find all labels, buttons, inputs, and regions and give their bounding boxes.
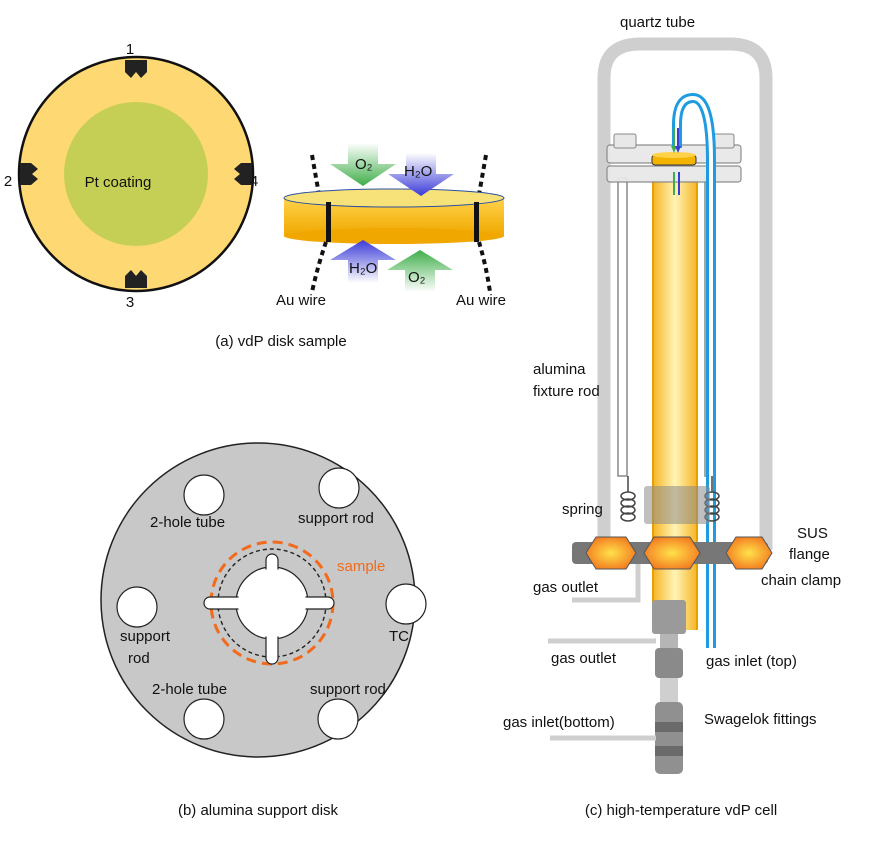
electrode-label-2: 2 bbox=[4, 173, 12, 190]
label-support-left-1: support bbox=[120, 628, 171, 645]
h2o-arrow-down bbox=[388, 153, 454, 196]
fitting-middle bbox=[655, 648, 683, 678]
disk-bottom-rim bbox=[284, 228, 504, 244]
au-contact-right bbox=[474, 202, 479, 242]
label-gas-inlet-top: gas inlet (top) bbox=[706, 653, 797, 670]
o2-arrow-up bbox=[387, 250, 453, 292]
fitting-lower bbox=[655, 702, 683, 774]
electrode-label-1: 1 bbox=[126, 41, 134, 58]
caption-b: (b) alumina support disk bbox=[178, 802, 339, 819]
electrode-label-3: 3 bbox=[126, 294, 134, 311]
label-alumina: alumina bbox=[533, 361, 586, 378]
label-support-rod-top: support rod bbox=[298, 510, 374, 527]
panel-b: 2-hole tube support rod support rod TC 2… bbox=[100, 442, 427, 819]
hole-left bbox=[116, 586, 158, 628]
quartz-tube bbox=[597, 37, 773, 550]
au-contact-left bbox=[326, 202, 331, 242]
contact-1 bbox=[125, 60, 147, 78]
label-gas-inlet-bottom: gas inlet(bottom) bbox=[503, 714, 615, 731]
label-flange: flange bbox=[789, 546, 830, 563]
clamp-hex-left bbox=[585, 536, 637, 570]
pt-coating-area bbox=[64, 102, 208, 246]
label-support-rod-bottom: support rod bbox=[310, 681, 386, 698]
disk-top-face bbox=[283, 188, 505, 208]
o2-bottom-label: O₂ bbox=[408, 269, 426, 286]
label-support-left-2: rod bbox=[128, 650, 150, 667]
label-fixture-rod: fixture rod bbox=[533, 383, 600, 400]
label-quartz-tube: quartz tube bbox=[620, 14, 695, 31]
hole-top-right bbox=[318, 467, 360, 509]
contact-3 bbox=[125, 270, 147, 288]
au-wire-right-lower bbox=[477, 241, 492, 293]
disk-top-view: 1 2 3 4 Pt coating bbox=[4, 41, 258, 311]
clamp-hex-center bbox=[643, 536, 701, 570]
h2o-arrow-up bbox=[330, 240, 396, 283]
hole-right bbox=[385, 583, 427, 625]
panel-c: quartz tube alumina fixture rod spring S… bbox=[503, 14, 841, 819]
hole-bottom-right bbox=[317, 698, 359, 740]
label-tc: TC bbox=[389, 628, 409, 645]
o2-top-label: O₂ bbox=[355, 156, 373, 173]
contact-4 bbox=[234, 163, 252, 185]
label-swagelok: Swagelok fittings bbox=[704, 711, 817, 728]
au-wire-right-label: Au wire bbox=[456, 292, 506, 309]
panel-a: 1 2 3 4 Pt coating O₂ H₂O H₂O O₂ bbox=[4, 41, 506, 350]
label-chain-clamp: chain clamp bbox=[761, 572, 841, 589]
au-wire-left-lower bbox=[310, 241, 328, 293]
contact-2 bbox=[20, 163, 38, 185]
label-spring: spring bbox=[562, 501, 603, 518]
label-sus: SUS bbox=[797, 525, 828, 542]
label-gas-outlet-upper: gas outlet bbox=[533, 579, 599, 596]
hole-bottom-left bbox=[183, 698, 225, 740]
au-wire-left-label: Au wire bbox=[276, 292, 326, 309]
lower-support-block bbox=[644, 486, 710, 524]
hole-top-left bbox=[183, 474, 225, 516]
label-gas-outlet-lower: gas outlet bbox=[551, 650, 617, 667]
pt-coating-label: Pt coating bbox=[85, 174, 152, 191]
h2o-top-label: H₂O bbox=[404, 163, 432, 180]
label-2-hole-tube-bottom: 2-hole tube bbox=[152, 681, 227, 698]
fitting-upper bbox=[652, 600, 686, 634]
spring-left bbox=[620, 476, 636, 522]
gas-outlet-upper-line bbox=[572, 564, 641, 603]
caption-c: (c) high-temperature vdP cell bbox=[585, 802, 777, 819]
disk-side-view: O₂ H₂O H₂O O₂ Au wire Au wire bbox=[276, 143, 506, 309]
h2o-bottom-label: H₂O bbox=[349, 260, 377, 277]
electrode-label-4: 4 bbox=[250, 173, 258, 190]
clamp-hex-right bbox=[725, 536, 773, 570]
center-cross-hole bbox=[203, 553, 335, 665]
label-2-hole-tube-top: 2-hole tube bbox=[150, 514, 225, 531]
fixture-rod-left bbox=[617, 177, 628, 477]
label-sample: sample bbox=[337, 558, 385, 575]
o2-arrow-down bbox=[330, 143, 396, 186]
caption-a: (a) vdP disk sample bbox=[215, 333, 346, 350]
